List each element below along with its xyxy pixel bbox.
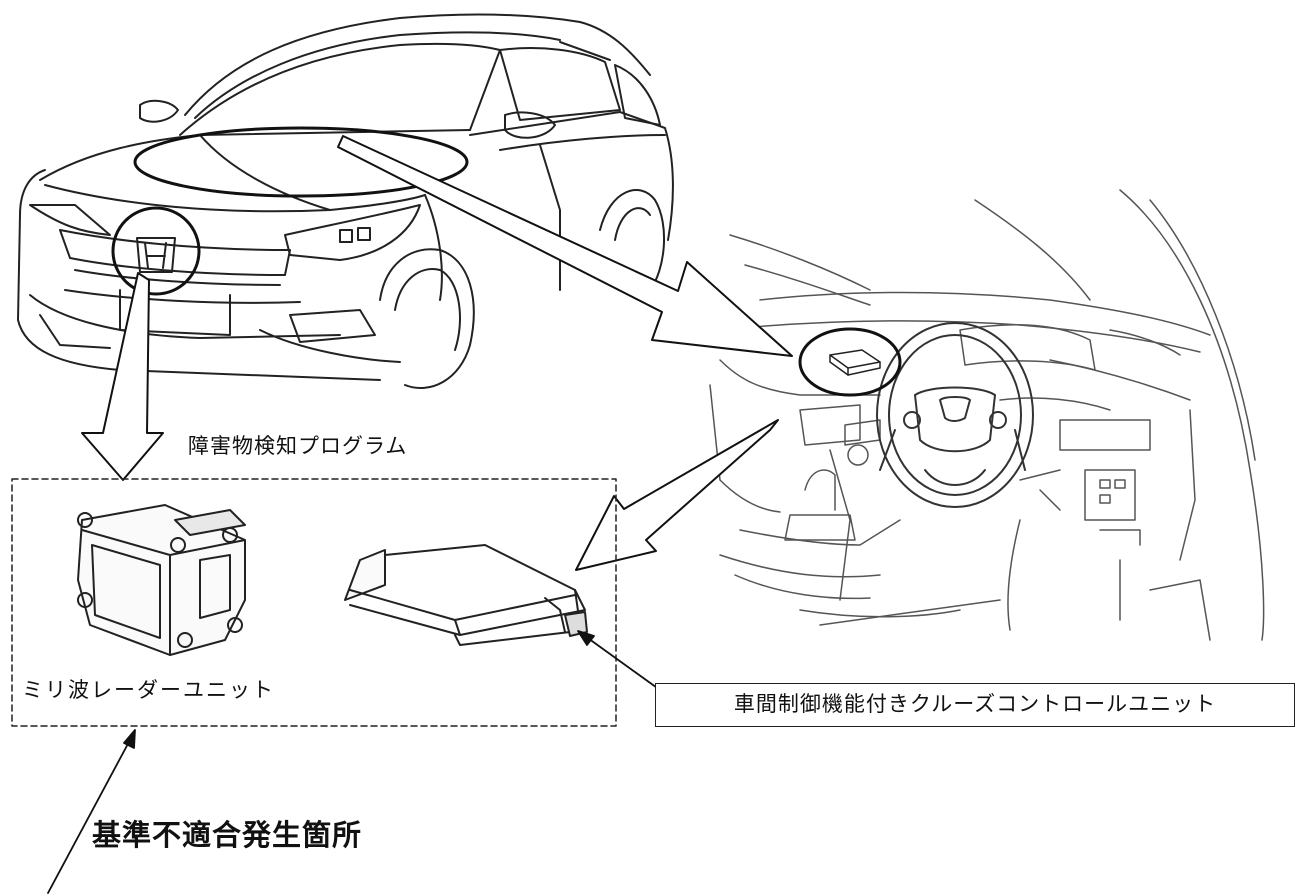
dashboard-highlight-ellipse: [133, 126, 469, 198]
h-emblem-icon: [136, 237, 176, 273]
cruise-control-unit-label: 車間制御機能付きクルーズコントロールユニット: [655, 683, 1295, 727]
car-illustration: [17, 13, 674, 390]
emblem-highlight-circle: [111, 206, 201, 296]
affected-parts-box: [11, 478, 617, 727]
hollow-arrow-icon: [337, 135, 793, 357]
radar-unit-label: ミリ波レーダーユニット: [22, 678, 275, 702]
interior-highlight-ellipse: [798, 327, 902, 397]
steering-wheel: [876, 322, 1034, 508]
leader-lines: [47, 630, 661, 894]
noncompliance-location-label: 基準不適合発生箇所: [92, 818, 363, 852]
obstacle-program-label: 障害物検知プログラム: [188, 434, 408, 458]
hollow-arrow-icon: [81, 272, 164, 481]
interior-illustration: [709, 189, 1265, 641]
hollow-arrow-icon: [575, 419, 779, 571]
radar-unit-drawing: [77, 504, 246, 656]
cruise-unit-in-dash: [829, 349, 881, 376]
cruise-control-unit-drawing: [344, 544, 588, 646]
